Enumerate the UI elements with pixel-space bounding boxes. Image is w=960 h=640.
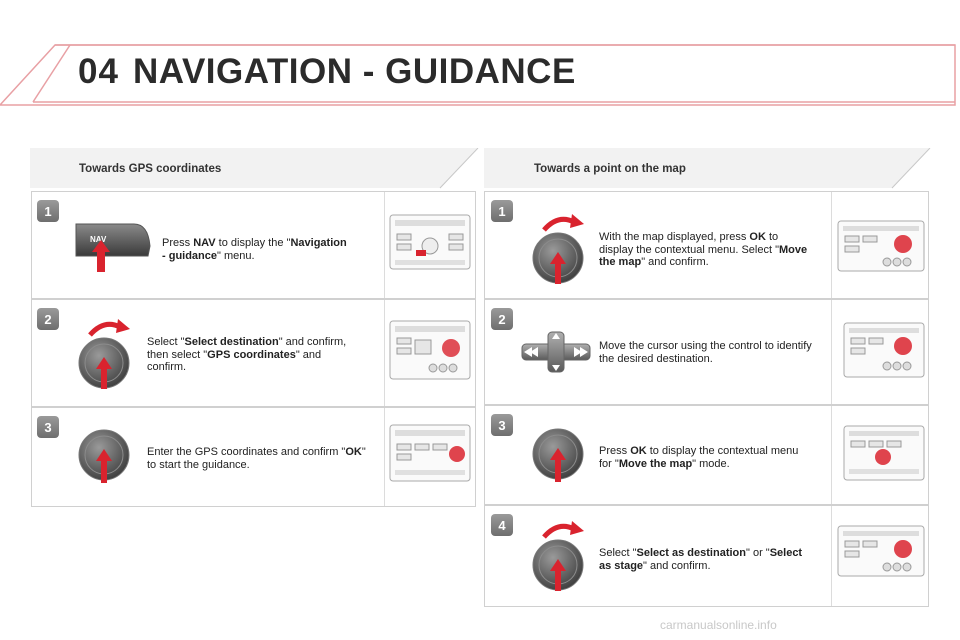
rotary-dial-press-icon — [532, 428, 584, 482]
watermark: carmanualsonline.info — [660, 618, 777, 632]
rotary-dial-icon — [78, 319, 130, 389]
step-number-badge: 3 — [491, 414, 513, 436]
step-number-badge: 2 — [37, 308, 59, 330]
left-step-2-text: Select "Select destination" and confirm,… — [147, 336, 347, 373]
left-section-title: Towards GPS coordinates — [79, 163, 222, 175]
radio-panel-icon — [389, 424, 471, 482]
nav-button-icon: NAV — [75, 223, 151, 272]
rotary-dial-icon — [532, 214, 584, 284]
right-step-4-text: Select "Select as destination" or "Selec… — [599, 547, 803, 572]
radio-panel-icon — [843, 322, 925, 378]
rotary-dial-press-icon — [78, 429, 130, 483]
right-title-band — [484, 148, 931, 189]
radio-panel-icon — [837, 525, 925, 577]
radio-panel-icon — [389, 214, 471, 270]
step-number-badge: 1 — [491, 200, 513, 222]
left-step-1-text: Press NAV to display the "Navigation - g… — [162, 237, 347, 262]
direction-pad-icon — [521, 331, 591, 373]
chapter-number: 04 — [78, 52, 119, 91]
step-number-badge: 1 — [37, 200, 59, 222]
step-number-badge: 4 — [491, 514, 513, 536]
left-step-3-text: Enter the GPS coordinates and confirm "O… — [147, 446, 366, 471]
step-number-badge: 3 — [37, 416, 59, 438]
radio-panel-icon — [843, 425, 925, 481]
right-step-1-text: With the map displayed, press OK to disp… — [599, 231, 808, 268]
header-frame — [0, 44, 956, 106]
radio-panel-icon — [389, 320, 471, 380]
right-step-2-text: Move the cursor using the control to ide… — [599, 340, 812, 365]
right-step-3-text: Press OK to display the contextual menu … — [599, 445, 799, 470]
step-number-badge: 2 — [491, 308, 513, 330]
rotary-dial-icon — [532, 521, 584, 591]
chapter-title: NAVIGATION - GUIDANCE — [133, 52, 576, 91]
right-section-title: Towards a point on the map — [534, 163, 686, 175]
nav-button-label: NAV — [90, 235, 107, 244]
left-title-band — [30, 148, 479, 189]
radio-panel-icon — [837, 220, 925, 272]
